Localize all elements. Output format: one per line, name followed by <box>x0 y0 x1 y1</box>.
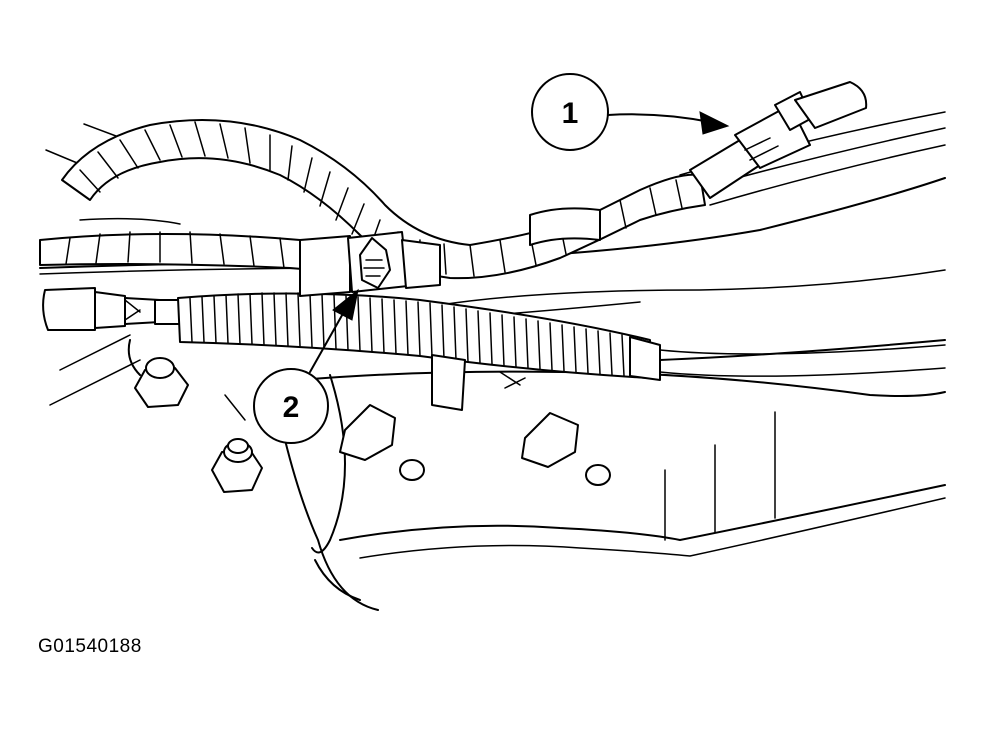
mounting-holes <box>339 404 611 486</box>
callout-1-label: 1 <box>562 97 579 130</box>
callout-1: 1 <box>531 73 730 151</box>
callout-2: 2 <box>253 288 359 444</box>
corrugated-conduit-lower <box>177 292 946 389</box>
sensor-probe <box>42 287 181 331</box>
figure-id: G01540188 <box>38 636 142 657</box>
callout-2-label: 2 <box>283 391 300 424</box>
electrical-connector <box>689 81 868 199</box>
hex-nut-lower <box>211 438 263 493</box>
hex-nut-upper <box>127 339 189 408</box>
harness-clip <box>299 231 441 297</box>
conduit-clamp <box>431 354 466 411</box>
